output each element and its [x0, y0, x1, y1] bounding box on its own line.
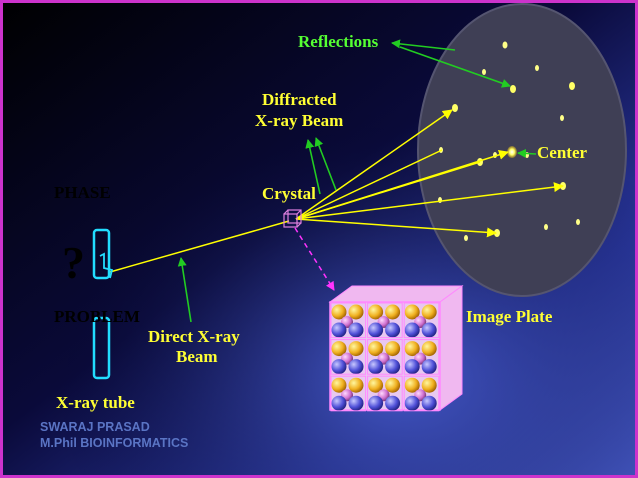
question-mark: ? [62, 237, 85, 288]
lattice-atom [368, 322, 384, 338]
lattice-atom [404, 304, 420, 320]
direct-xray-beam [109, 220, 290, 273]
lattice-atom [368, 395, 384, 411]
crystal-label: Crystal [262, 184, 316, 203]
lattice-atom [404, 359, 420, 375]
problem-label: PROBLEM [54, 307, 140, 326]
lattice-atom [404, 341, 420, 357]
lattice-cell [403, 339, 440, 375]
lattice-atom [348, 322, 364, 338]
center-label: Center [537, 143, 587, 162]
diffracted-beam-label-line2: X-ray Beam [255, 111, 343, 130]
lattice-atom [331, 377, 347, 393]
lattice-cell [403, 375, 440, 412]
lattice-atom [421, 341, 437, 357]
crystal-lattice-icon [328, 285, 464, 412]
lattice-cell [330, 339, 367, 375]
xray-tube-label: X-ray tube [56, 393, 135, 412]
direct-beam-label-line2: Beam [176, 347, 218, 366]
phase-label: PHASE [54, 183, 111, 202]
magnification-pointer [294, 227, 335, 291]
lattice-cell [367, 375, 403, 412]
lattice-atom [348, 304, 364, 320]
lattice-atom [348, 359, 364, 375]
image-plate [417, 3, 627, 297]
lattice-atom [404, 377, 420, 393]
reflections-label: Reflections [298, 32, 379, 51]
diffracted-beam-label-line1: Diffracted [262, 90, 337, 109]
lattice-atom [348, 377, 364, 393]
lattice-atom [421, 322, 437, 338]
lattice-atom [331, 322, 347, 338]
lattice-atom [385, 377, 401, 393]
lattice-cell [403, 302, 440, 339]
lattice-atom [368, 377, 384, 393]
lattice-atom [385, 395, 401, 411]
lattice-atom [385, 304, 401, 320]
lattice-atom [368, 304, 384, 320]
lattice-atom [331, 341, 347, 357]
lattice-atom [421, 304, 437, 320]
lattice-atom [385, 322, 401, 338]
crystal-icon [283, 209, 302, 228]
lattice-atom [404, 322, 420, 338]
diffracted-beams [295, 109, 564, 238]
lattice-atom [404, 395, 420, 411]
author-degree: M.Phil BIOINFORMATICS [40, 436, 188, 450]
pointer-arrows [177, 39, 537, 323]
lattice-atom [368, 341, 384, 357]
lattice-cell [367, 339, 403, 375]
lattice-atom [331, 359, 347, 375]
lattice-atom [385, 359, 401, 375]
image-plate-label: Image Plate [466, 307, 553, 326]
xray-tube-icon [92, 228, 114, 380]
lattice-atom [348, 341, 364, 357]
lattice-cell [367, 302, 403, 339]
diffraction-spots [438, 41, 580, 241]
lattice-cell [330, 375, 367, 412]
lattice-atom [368, 359, 384, 375]
lattice-atom [385, 341, 401, 357]
author-name: SWARAJ PRASAD [40, 420, 150, 434]
lattice-atom [348, 395, 364, 411]
lattice-cell [330, 302, 367, 339]
lattice-atom [331, 395, 347, 411]
lattice-atom [421, 359, 437, 375]
lattice-atom [421, 395, 437, 411]
direct-beam-label-line1: Direct X-ray [148, 327, 240, 346]
lattice-atom [331, 304, 347, 320]
lattice-atom [421, 377, 437, 393]
